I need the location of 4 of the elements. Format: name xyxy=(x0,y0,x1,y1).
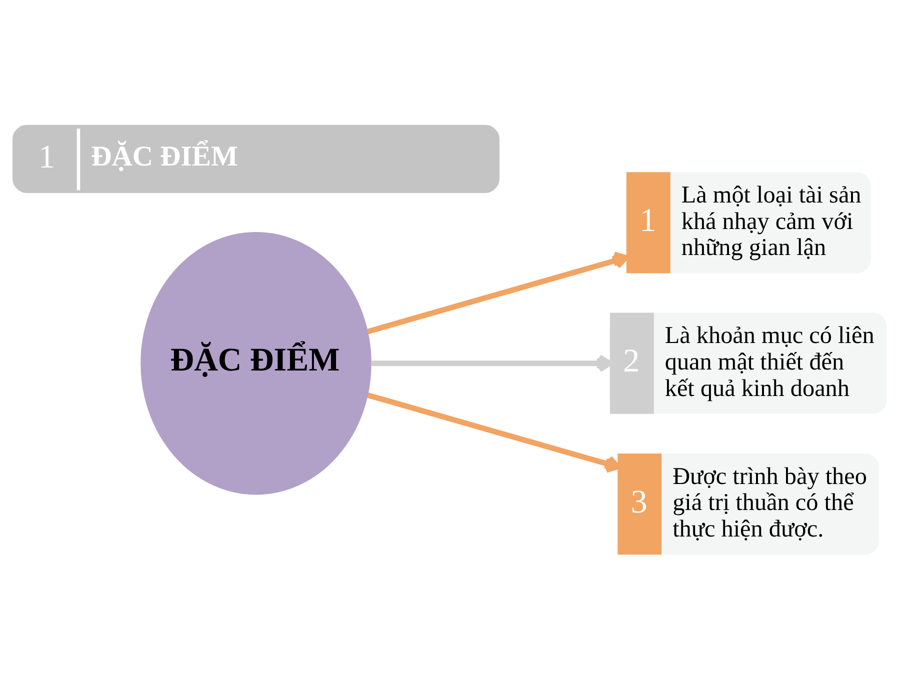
arrow xyxy=(371,354,612,372)
arrow xyxy=(366,392,620,473)
node-ellipse: ĐẶC ĐIỂM xyxy=(140,232,372,495)
arrow xyxy=(366,252,628,334)
